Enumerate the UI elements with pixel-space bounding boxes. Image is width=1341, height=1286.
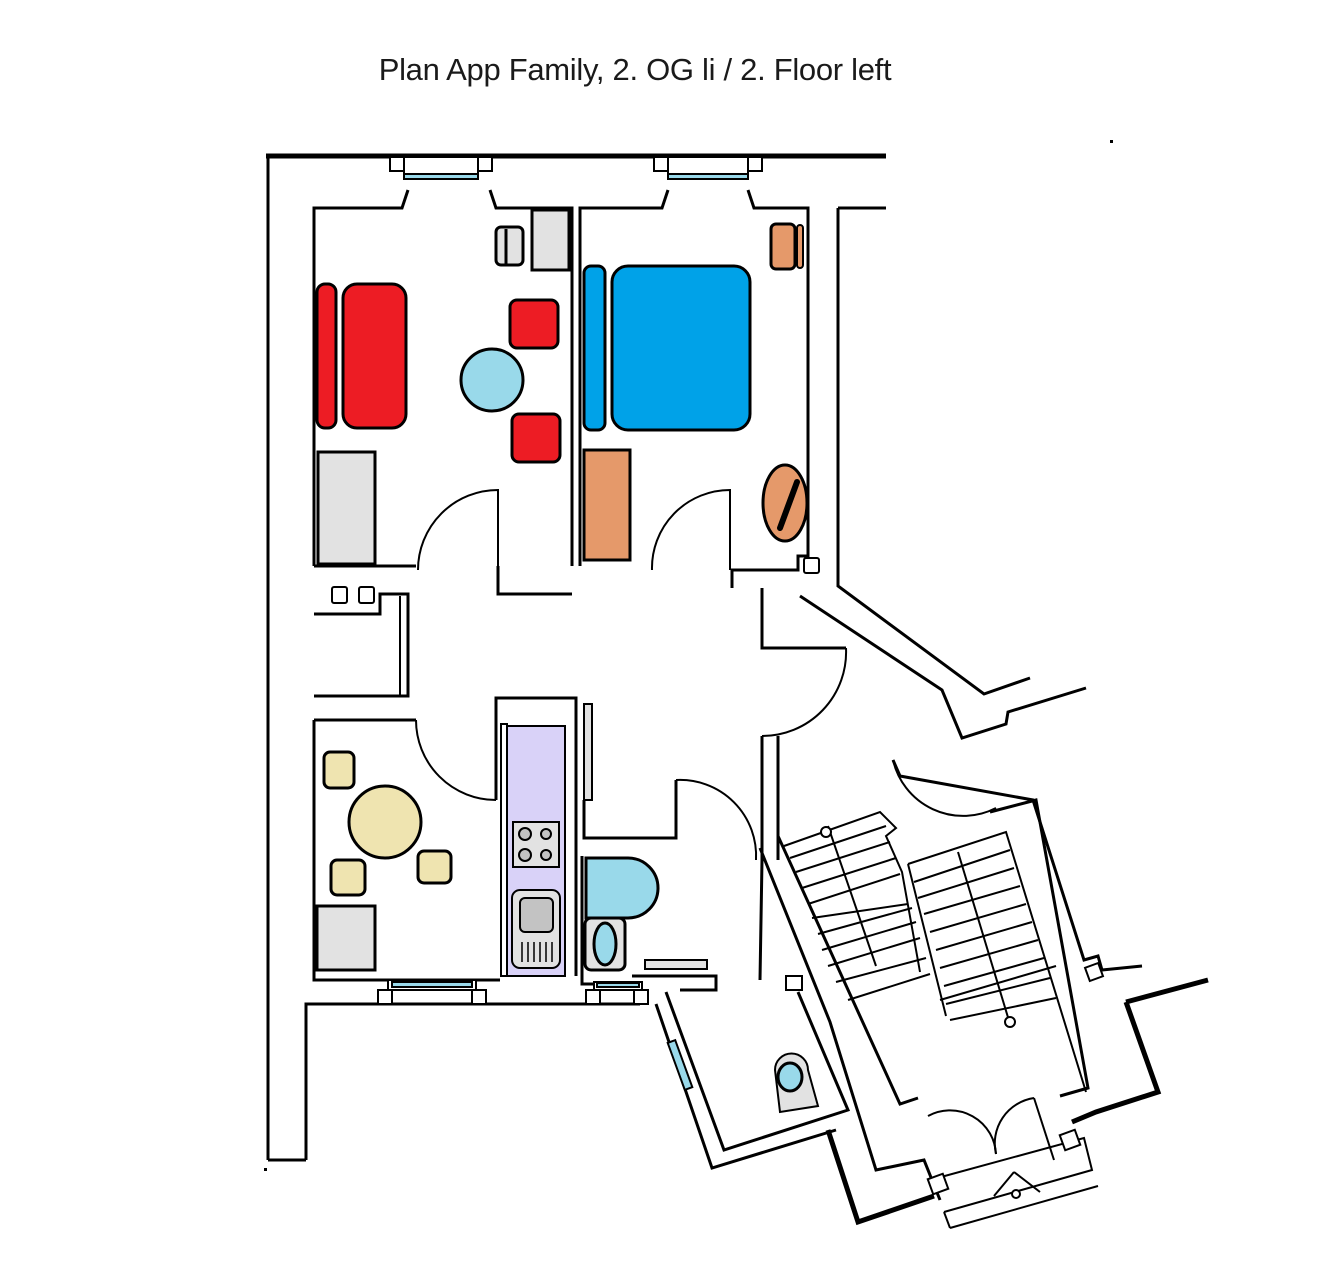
entry-door[interactable] bbox=[761, 647, 848, 738]
shelf bbox=[644, 959, 708, 970]
bed-headboard bbox=[582, 264, 607, 432]
cabinet bbox=[315, 904, 377, 972]
nightstand bbox=[769, 222, 797, 271]
living-room-door[interactable] bbox=[417, 488, 499, 571]
kitchen-dining bbox=[312, 696, 593, 982]
staircase bbox=[783, 810, 1087, 1093]
hallway bbox=[314, 586, 848, 981]
plan-title: Plan App Family, 2. OG li / 2. Floor lef… bbox=[378, 52, 892, 87]
armchair-bottom bbox=[510, 412, 562, 464]
chair-2 bbox=[329, 858, 367, 897]
double-bed bbox=[610, 264, 752, 432]
toilet-room bbox=[654, 975, 851, 1170]
small-chair bbox=[494, 225, 525, 267]
chair-3 bbox=[416, 849, 453, 885]
shower bbox=[584, 856, 660, 920]
kitchen-door[interactable] bbox=[415, 719, 497, 801]
stove-4-burners bbox=[512, 821, 560, 868]
sofa-backrest bbox=[315, 282, 338, 430]
bedroom-door[interactable] bbox=[650, 488, 731, 571]
side-cabinet bbox=[530, 208, 571, 272]
stairwell bbox=[758, 759, 1209, 1229]
round-table-with-lamp bbox=[761, 463, 809, 543]
window-living-room bbox=[389, 156, 493, 180]
entrance-doors[interactable] bbox=[926, 1097, 1099, 1229]
round-coffee-table bbox=[459, 347, 525, 413]
pillar bbox=[803, 557, 820, 574]
wardrobe bbox=[316, 450, 377, 566]
armchair-top bbox=[508, 298, 560, 350]
round-dining-table bbox=[347, 784, 423, 860]
dresser bbox=[582, 448, 632, 562]
bedroom bbox=[582, 222, 820, 574]
bathroom bbox=[580, 778, 758, 992]
outer-walls bbox=[266, 153, 1087, 1162]
living-room bbox=[314, 208, 572, 596]
window-kitchen bbox=[377, 979, 487, 1005]
bathroom-door[interactable] bbox=[675, 778, 758, 861]
stairwell-door[interactable] bbox=[892, 759, 997, 817]
chair-1 bbox=[322, 750, 356, 790]
sofa bbox=[341, 282, 408, 430]
window-bedroom bbox=[653, 156, 763, 180]
window-bathroom bbox=[585, 981, 649, 1005]
